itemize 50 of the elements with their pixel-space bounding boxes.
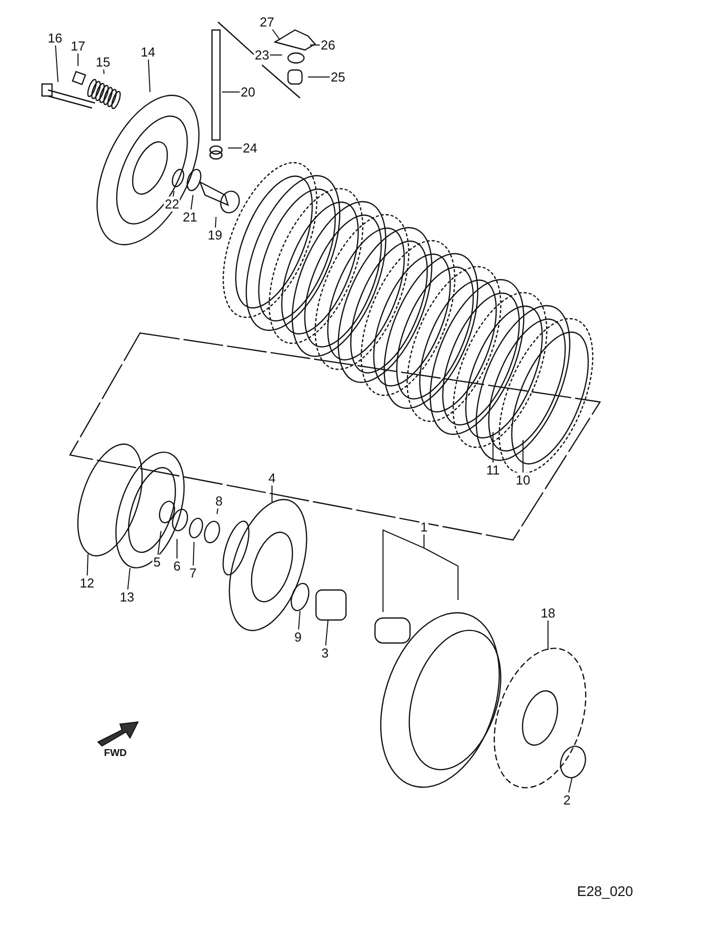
- callout-number: 10: [514, 472, 532, 488]
- callout-number: 6: [172, 558, 182, 574]
- leader-line: [310, 44, 320, 46]
- leader-line: [382, 529, 458, 612]
- callout-number: 26: [320, 38, 336, 52]
- callout-number: 7: [188, 566, 198, 580]
- leader-line: [148, 59, 150, 92]
- leader-line: [190, 194, 194, 210]
- callout-number: 23: [254, 48, 270, 62]
- callout-number: 1: [419, 520, 429, 534]
- leader-line: [325, 620, 328, 646]
- leader-line: [127, 568, 130, 590]
- callout-number: 21: [182, 210, 198, 224]
- leader-line: [214, 216, 216, 228]
- leader-line: [172, 190, 174, 197]
- leader-line: [192, 542, 194, 566]
- callout-number: 20: [240, 84, 256, 100]
- callout-number: 22: [164, 196, 180, 212]
- callout-number: 27: [258, 14, 276, 30]
- callout-number: 4: [267, 470, 277, 486]
- callout-number: 3: [320, 646, 330, 660]
- leader-line: [568, 778, 572, 793]
- leader-line: [86, 554, 88, 576]
- callout-number: 12: [78, 576, 96, 590]
- callout-number: 11: [485, 462, 501, 478]
- leader-line: [298, 610, 300, 630]
- callout-number: 2: [562, 792, 572, 808]
- callout-number: 14: [140, 44, 156, 60]
- callout-number: 9: [293, 630, 303, 644]
- callout-number: 16: [46, 30, 64, 46]
- callout-number: 5: [152, 554, 162, 570]
- leader-line: [216, 508, 218, 514]
- leader-line: [522, 440, 524, 473]
- leader-line: [176, 538, 178, 559]
- drawing-code: E28_020: [577, 883, 634, 899]
- callout-number: 19: [206, 228, 224, 242]
- callout-number: 25: [330, 70, 346, 84]
- callout-number: 18: [540, 606, 556, 620]
- direction-label: FWD: [104, 748, 127, 759]
- leader-line: [272, 29, 280, 40]
- leader-line: [270, 54, 282, 56]
- leader-line: [103, 69, 104, 74]
- leader-line: [55, 45, 58, 82]
- callout-number: 15: [94, 54, 112, 70]
- callout-number: 17: [70, 38, 86, 54]
- callout-number: 8: [214, 494, 224, 508]
- callout-number: 24: [242, 140, 258, 156]
- leader-line: [308, 76, 330, 78]
- leader-line: [157, 530, 162, 555]
- callout-number: 13: [118, 590, 136, 604]
